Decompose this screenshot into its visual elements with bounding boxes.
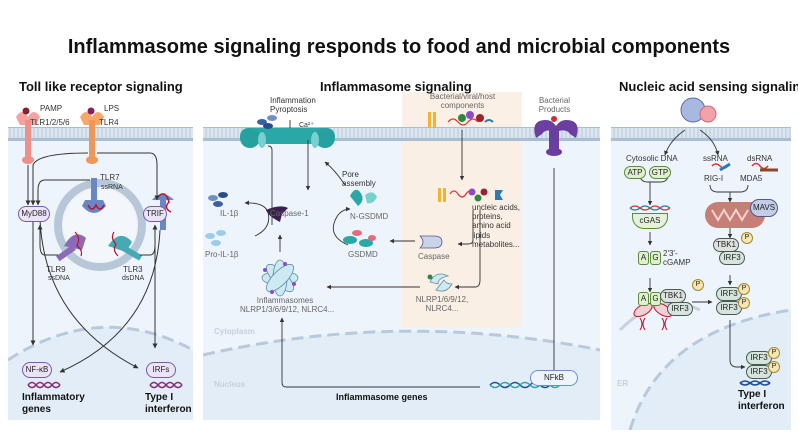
cgas-dna-icon xyxy=(629,205,671,211)
tlr3-receptor-icon xyxy=(108,231,143,261)
trif-label: TRIF xyxy=(146,209,164,218)
phospho-icon: P xyxy=(738,297,750,309)
cytoplasm-label: Cytoplasm xyxy=(214,327,255,336)
lps-label: LPS xyxy=(104,104,120,113)
rna-icons xyxy=(711,162,778,172)
nfkb-nuclear-node: NFkB xyxy=(530,370,578,386)
ssdna-label: ssDNA xyxy=(48,275,70,282)
il1b-released-icon xyxy=(257,115,277,129)
tlr7-label: TLR7 xyxy=(100,173,120,182)
irfs-label: IRFs xyxy=(152,365,170,374)
il1b-icon xyxy=(208,192,228,207)
myd88-node: MyD88 xyxy=(18,206,50,222)
gtp-node: GTP xyxy=(649,166,671,179)
figure-title: Inflammasome signaling responds to food … xyxy=(67,36,731,58)
sting-a-node: A xyxy=(638,292,649,306)
tlr3-label: TLR3 xyxy=(123,265,143,274)
internalized-components-icon xyxy=(438,188,503,202)
tlr-dna-icons xyxy=(27,381,183,389)
nucleic-arrows xyxy=(639,129,749,370)
nucleic-type1-interferon-label: Type I interferon xyxy=(738,389,785,412)
inflammation-pyroptosis-label: Inflammation Pyroptosis xyxy=(270,96,316,115)
inflammasome-complex-icon xyxy=(261,259,299,297)
inflammatory-genes-label: Inflammatory genes xyxy=(22,392,85,415)
gsdmd-label: GSDMD xyxy=(348,250,378,259)
ssrna-label: ssRNA xyxy=(703,154,728,163)
bacterial-products-label: Bacterial Products xyxy=(538,96,571,115)
gsdmd-pore-icon xyxy=(240,128,335,148)
caspase-icon xyxy=(419,235,443,249)
nfkb-label: NF-κB xyxy=(25,365,49,374)
inflammasomes-label: Inflammasomes NLRP1/3/6/9/12, NLRC4... xyxy=(240,296,335,315)
inflammasome-genes-label: Inflammasome genes xyxy=(336,392,428,402)
pro-il1b-label: Pro-IL-1β xyxy=(205,250,239,259)
pamp-label: PAMP xyxy=(40,104,63,113)
nucleic-panel-title: Nucleic acid sensing signaling xyxy=(619,79,798,94)
nucleic-dna-icon xyxy=(739,380,771,386)
trif-node: TRIF xyxy=(143,206,167,222)
il1b-label: IL-1β xyxy=(220,209,239,218)
bacterial-components-icon xyxy=(428,111,494,128)
inflammasome-arrows xyxy=(244,120,555,388)
caspase1-icon xyxy=(266,206,288,222)
nfkb-node: NF-κB xyxy=(22,362,52,378)
cgamp-g-node: G xyxy=(650,251,661,265)
tbk1-node: TBK1 xyxy=(713,238,739,252)
tlr-arrows xyxy=(25,152,161,373)
nlrp-sensor-icon xyxy=(427,273,453,292)
phospho-icon: P xyxy=(692,279,704,291)
irf3-sting-node: IRF3 xyxy=(667,302,693,316)
caspase1-label: Caspase-1 xyxy=(270,209,309,218)
dsdna-label: dsDNA xyxy=(122,275,145,282)
type1-interferon-label: Type I interferon xyxy=(145,392,192,415)
tlr-panel-title: Toll like receptor signaling xyxy=(19,79,183,94)
cytosolic-dna-label: Cytosolic DNA xyxy=(626,154,678,163)
tlr-membrane xyxy=(8,127,193,141)
ssrna-label: ssRNA xyxy=(101,184,123,191)
phospho-icon: P xyxy=(738,283,750,295)
calcium-label: Ca²⁺ xyxy=(299,122,314,129)
gsdmd-icon xyxy=(343,230,376,247)
nucleic-membrane xyxy=(611,127,791,141)
components-list: uncleic acids, proteins, amino acid lipi… xyxy=(472,203,521,249)
tlr9-receptor-icon xyxy=(56,231,86,262)
er-label: ER xyxy=(617,379,629,388)
tlr7-receptor-icon xyxy=(82,178,106,213)
tlr4-receptor-icon xyxy=(80,107,104,164)
dsrna-label: dsRNA xyxy=(747,154,773,163)
cgamp-a-node: A xyxy=(638,251,649,265)
virus-icon xyxy=(680,97,717,123)
cgas-node: cGAS xyxy=(632,213,668,229)
mda5-label: MDA5 xyxy=(740,174,763,183)
phospho-icon: P xyxy=(741,232,753,244)
n-gsdmd-icon xyxy=(350,189,377,206)
phospho-icon: P xyxy=(768,347,780,359)
atp-node: ATP xyxy=(624,166,646,179)
nucleus-label: Nucleus xyxy=(214,380,246,389)
phospho-icon: P xyxy=(768,361,780,373)
nlrp-sensor-label: NLRP1/6/9/12, NLRC4... xyxy=(415,295,469,314)
pro-il1b-icon xyxy=(205,230,226,246)
tbk1-sting-node: TBK1 xyxy=(660,289,686,303)
mavs-node: MAVS xyxy=(750,199,778,217)
n-gsdmd-label: N-GSDMD xyxy=(350,212,389,221)
nfkb-nuclear-label: NFkB xyxy=(544,373,564,382)
inflammasome-panel-title: Inflammasome signaling xyxy=(320,79,472,94)
bacterial-products-receptor-icon xyxy=(534,116,578,156)
caspase-label: Caspase xyxy=(418,252,450,261)
pore-assembly-label: Pore assembly xyxy=(342,170,376,189)
rigi-label: RIG-I xyxy=(704,174,724,183)
myd88-label: MyD88 xyxy=(21,209,47,218)
bacterial-viral-host-label: Bacterial/viral/host components xyxy=(429,92,496,111)
tlr1256-label: TLR1/2/5/6 xyxy=(30,118,70,127)
tlr1256-receptor-icon xyxy=(16,107,40,164)
tlr9-label: TLR9 xyxy=(46,265,66,274)
irfs-node: IRFs xyxy=(146,362,176,378)
cgamp-label: 2'3'- cGAMP xyxy=(663,249,691,268)
tlr4-label: TLR4 xyxy=(99,118,119,127)
irf3-node: IRF3 xyxy=(719,251,745,265)
